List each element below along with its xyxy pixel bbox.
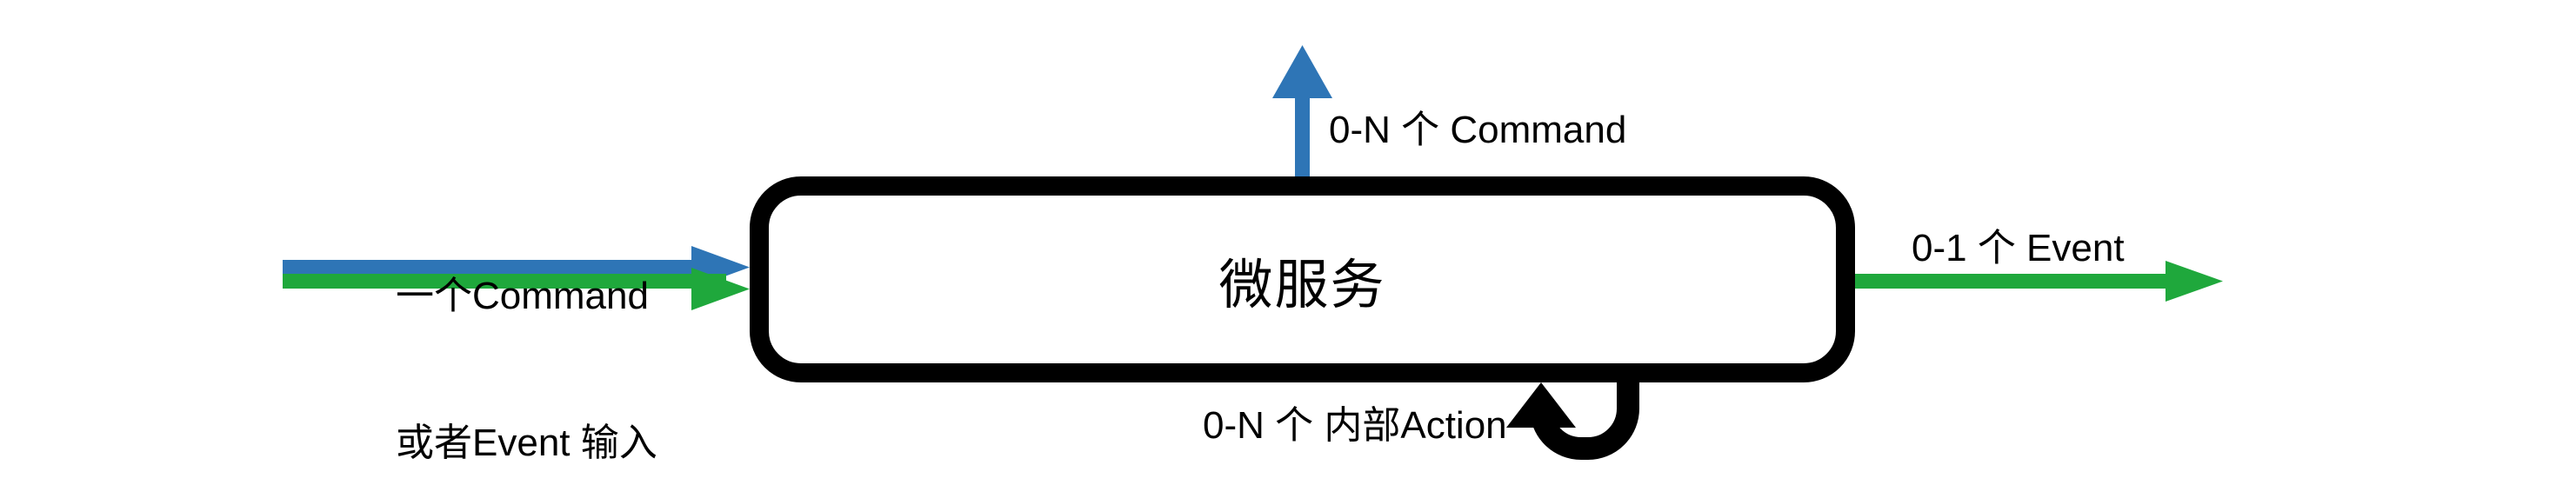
internal-action-self-loop	[1506, 375, 1639, 460]
internal-action-edge-label: 0-N 个 内部Action	[1203, 404, 1507, 447]
input-edge-label-line-1: 一个Command	[396, 274, 649, 317]
input-event-arrow-green	[283, 268, 750, 310]
input-edge-label-line-2: 或者Event 输入	[396, 421, 657, 464]
input-edge-label: 一个Command 或者Event 输入	[396, 174, 657, 485]
command-output-edge-label: 0-N 个 Command	[1329, 109, 1627, 151]
microservice-box[interactable]	[750, 176, 1855, 382]
microservice-node-label: 微服务	[1218, 255, 1386, 316]
output-command-arrow-blue	[1272, 45, 1332, 185]
output-event-arrow-green	[1851, 261, 2223, 302]
event-output-edge-label: 0-1 个 Event	[1912, 227, 2125, 269]
